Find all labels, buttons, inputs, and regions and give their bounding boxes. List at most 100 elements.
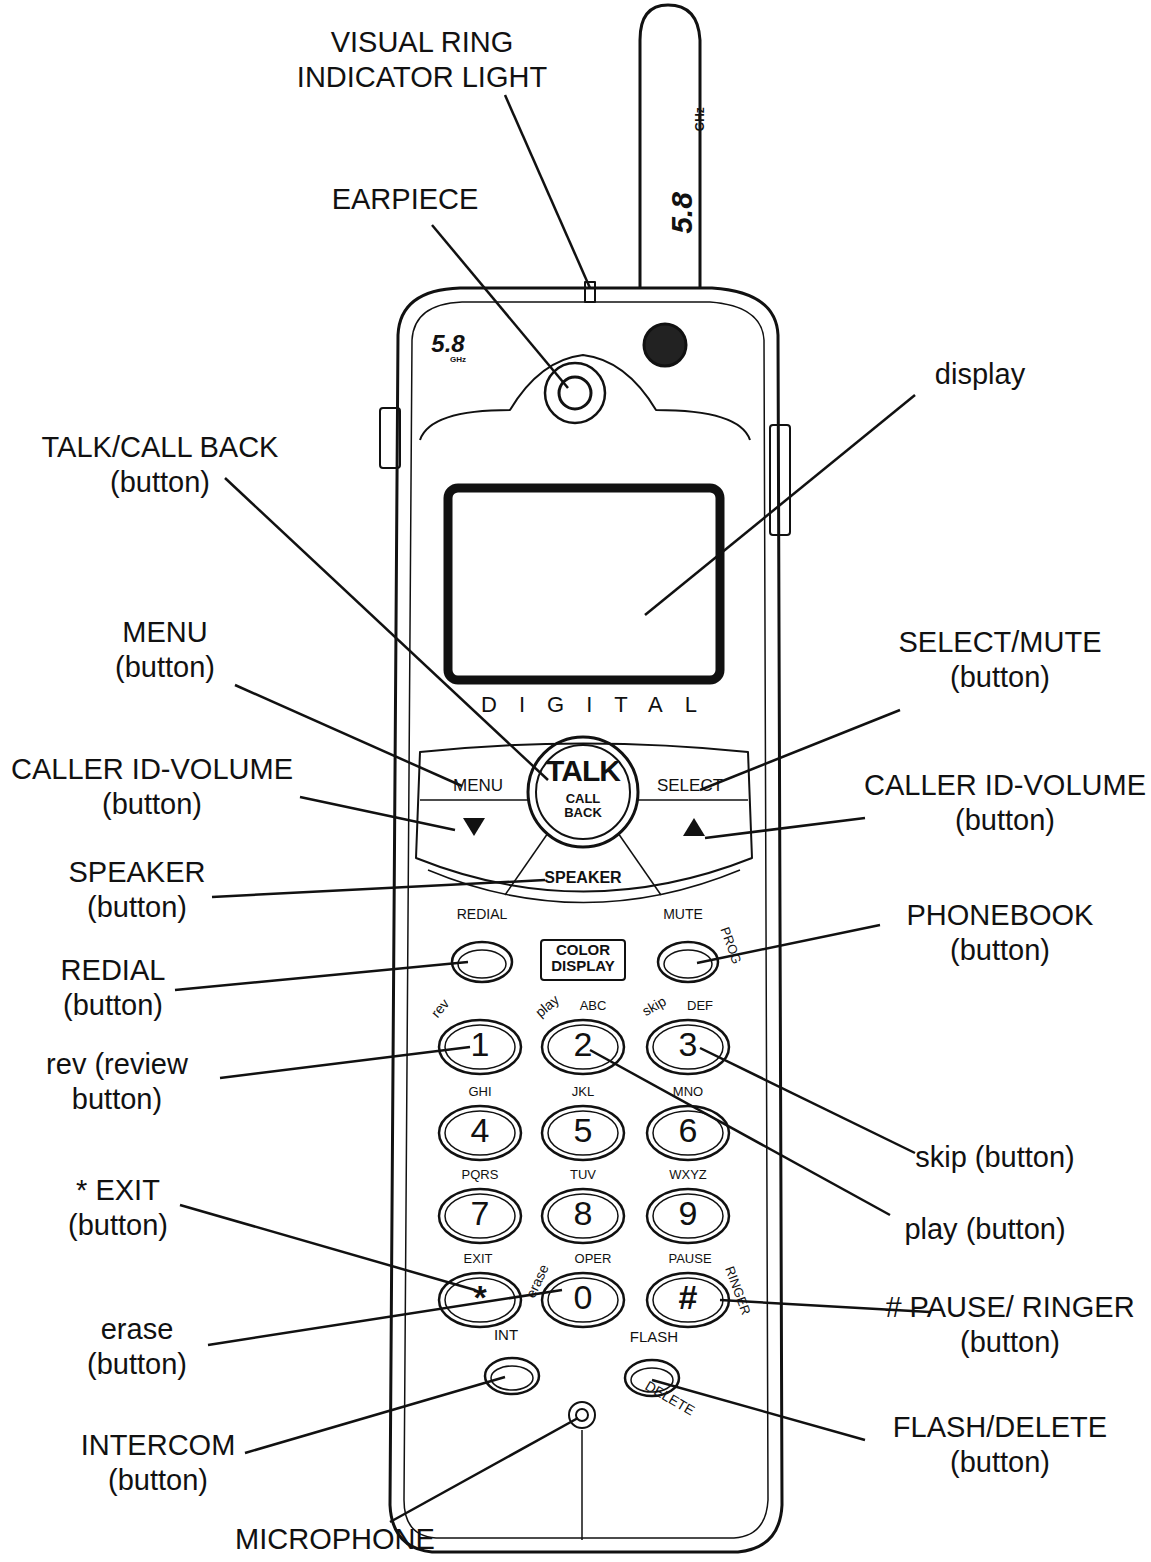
key-outline <box>548 1278 618 1322</box>
callout-label: INTERCOM (button) <box>58 1428 258 1498</box>
button-text: 9 <box>679 1196 698 1230</box>
button-text: # <box>679 1280 698 1314</box>
callout-label: TALK/CALL BACK (button) <box>29 430 291 500</box>
key-outline <box>439 1273 521 1327</box>
keypad-button: eraseOPER0 <box>541 1272 625 1328</box>
button-text: ABC <box>580 999 607 1012</box>
button-text: REDIAL <box>457 907 508 921</box>
keypad-button: INT <box>484 1357 540 1395</box>
button-text: 4 <box>471 1113 490 1147</box>
leader-line <box>225 478 548 780</box>
button-text: JKL <box>572 1085 594 1098</box>
leader-line <box>705 818 865 838</box>
key-outline <box>542 1020 624 1074</box>
key-outline <box>439 1020 521 1074</box>
button-outline <box>458 950 506 978</box>
button-text: INT <box>494 1327 518 1342</box>
button-text: 6 <box>679 1113 698 1147</box>
down-arrow-symbol <box>463 818 485 836</box>
keypad-button: MUTEPROG <box>657 941 719 983</box>
nav-key-label: SELECT <box>650 776 730 796</box>
antenna <box>640 5 700 300</box>
button-outline <box>485 1358 539 1394</box>
leader-line <box>245 1377 505 1453</box>
key-outline <box>445 1278 515 1322</box>
callout-label: PHONEBOOK (button) <box>895 898 1105 968</box>
key-outline <box>653 1111 723 1155</box>
callout-label: FLASH/DELETE (button) <box>880 1410 1120 1480</box>
leader-line <box>300 797 455 830</box>
button-text: TALK <box>546 756 620 786</box>
printed-word: DIGITAL <box>439 692 739 718</box>
key-outline <box>542 1106 624 1160</box>
brand-mark: GHz <box>438 355 478 365</box>
inner-rim <box>404 302 768 1538</box>
key-outline <box>548 1111 618 1155</box>
leader-line <box>645 395 915 615</box>
button-text: 3 <box>679 1027 698 1061</box>
nav-key-label: MENU <box>443 776 513 796</box>
keypad-button: JKL5 <box>541 1105 625 1161</box>
antenna-brand: 5.8 <box>664 173 700 253</box>
key-outline <box>445 1025 515 1069</box>
button-outline <box>484 1357 540 1395</box>
leader-line <box>505 95 590 288</box>
button-text: PAUSE <box>668 1252 711 1265</box>
callout-label: display <box>880 357 1080 392</box>
button-text: 8 <box>574 1196 593 1230</box>
key-outline <box>542 1189 624 1243</box>
callout-label: erase (button) <box>67 1312 207 1382</box>
button-text: GHI <box>468 1085 491 1098</box>
up-arrow-symbol <box>683 818 705 836</box>
keypad-button: REDIAL <box>451 941 513 983</box>
button-ring <box>528 737 638 847</box>
callout-label: EARPIECE <box>280 182 530 217</box>
callout-label: REDIAL (button) <box>38 953 188 1023</box>
button-outline <box>658 942 718 982</box>
key-outline <box>653 1194 723 1238</box>
button-ring <box>536 745 630 839</box>
button-outline <box>664 950 712 978</box>
key-outline <box>542 1273 624 1327</box>
leader-lines <box>175 95 930 1522</box>
leader-line <box>180 1205 475 1290</box>
leader-line <box>590 1050 890 1215</box>
leader-line <box>220 1047 470 1078</box>
handset-outline <box>390 288 782 1552</box>
nav-key-label: SPEAKER <box>528 868 638 887</box>
key-outline <box>445 1111 515 1155</box>
display-screen <box>448 488 720 680</box>
button-outline <box>491 1366 533 1390</box>
button-text: OPER <box>575 1252 612 1265</box>
button-text: 5 <box>574 1113 593 1147</box>
button-text: 1 <box>471 1027 490 1061</box>
button-text: WXYZ <box>669 1168 707 1181</box>
button-outline <box>451 941 513 983</box>
callout-label: SPEAKER (button) <box>52 855 222 925</box>
key-outline <box>653 1278 723 1322</box>
button-outline <box>452 942 512 982</box>
key-outline <box>439 1106 521 1160</box>
callout-label: CALLER ID-VOLUME (button) <box>860 768 1150 838</box>
button-text: CALL BACK <box>558 792 608 819</box>
nav-divider <box>505 833 548 895</box>
leader-line <box>432 225 568 388</box>
earpiece-housing <box>420 355 750 440</box>
keypad-button: PAUSE#RINGER <box>646 1272 730 1328</box>
key-outline <box>647 1106 729 1160</box>
callout-label: MENU (button) <box>90 615 240 685</box>
key-outline <box>439 1189 521 1243</box>
nav-divider <box>420 799 528 801</box>
button-text: FLASH <box>630 1329 678 1344</box>
microphone-hole <box>569 1402 595 1428</box>
leader-line <box>208 1290 562 1345</box>
keypad-button: PQRS7 <box>438 1188 522 1244</box>
keypad-button: rev1 <box>438 1019 522 1075</box>
badge-outline <box>541 940 625 980</box>
callout-label: * EXIT (button) <box>53 1173 183 1243</box>
keypad-button: skipDEF3 <box>646 1019 730 1075</box>
callout-label: skip (button) <box>880 1140 1110 1175</box>
callout-label: CALLER ID-VOLUME (button) <box>0 752 312 822</box>
button-text: * <box>473 1280 486 1314</box>
